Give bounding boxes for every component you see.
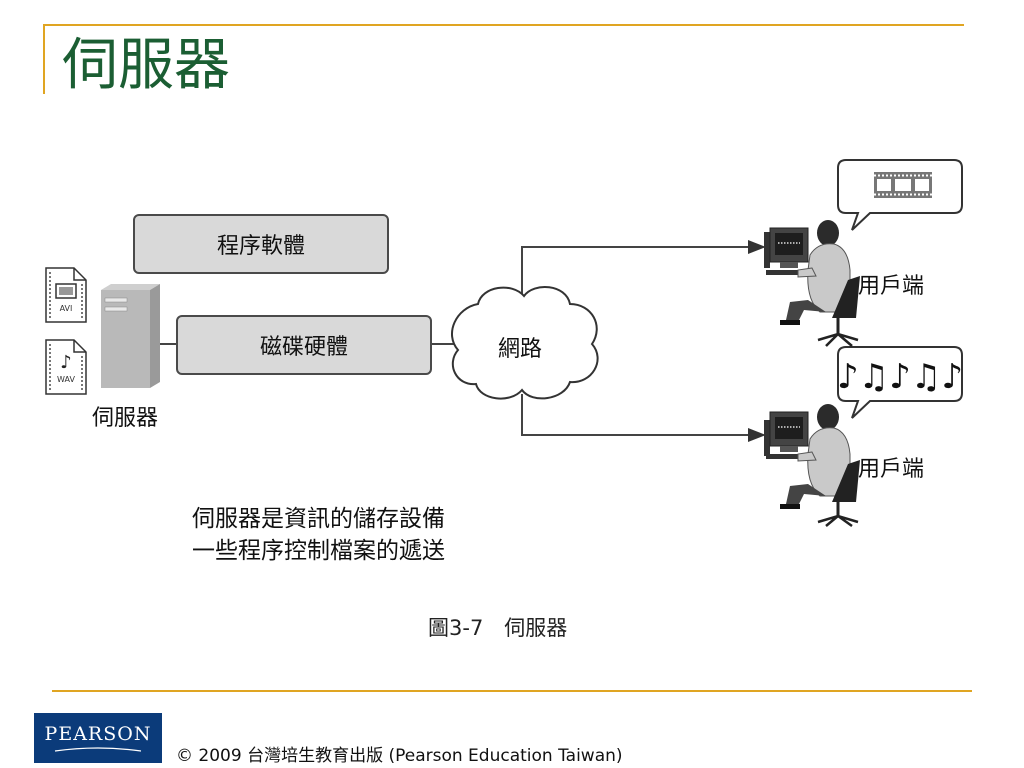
speech-bubble-music: ♪♫♪♫♪ [837,346,963,419]
top-rule [44,24,964,26]
network-cloud-icon [451,285,599,400]
svg-text:AVI: AVI [60,304,73,313]
music-notes-icon: ♪♫♪♫♪ [837,357,963,397]
figure-caption: 圖3-7 伺服器 [428,616,568,640]
software-box: 程序軟體 [133,214,389,274]
network-label: 網路 [498,337,543,362]
description-line-2: 一些程序控制檔案的遞送 [192,538,445,564]
copyright-text: © 2009 台灣培生教育出版 (Pearson Education Taiwa… [176,746,623,766]
bottom-rule [52,690,972,692]
svg-text:♪: ♪ [60,352,72,373]
slide-title: 伺服器 [62,33,230,98]
client-label-1: 用戶端 [858,274,925,299]
server-tower-icon [101,284,160,388]
speech-bubble-film [837,159,963,231]
film-strip-icon [874,172,932,198]
pearson-logo: PEARSON [34,713,162,763]
left-rule [43,24,45,94]
logo-text: PEARSON [44,723,152,745]
avi-file-icon: AVI [45,267,87,323]
hardware-box: 磁碟硬體 [176,315,432,375]
logo-swoosh-icon [54,747,142,752]
client-user-icon-1 [764,220,860,347]
client-user-icon-2 [764,404,860,528]
description-line-1: 伺服器是資訊的儲存設備 [192,506,445,532]
wav-file-icon: ♪ WAV [45,339,87,395]
arrow-head-bottom [748,428,766,442]
server-label: 伺服器 [92,406,159,431]
arrow-head-top [748,240,766,254]
client-label-2: 用戶端 [858,457,925,482]
svg-text:WAV: WAV [57,375,75,384]
description: 伺服器是資訊的儲存設備 一些程序控制檔案的遞送 [192,503,445,567]
